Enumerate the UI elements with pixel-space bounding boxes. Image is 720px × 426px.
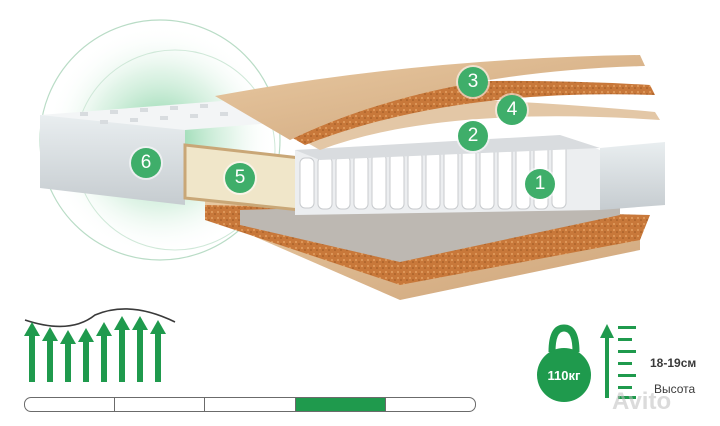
arrow-up-icon	[78, 328, 94, 382]
layer-badge-5: 5	[225, 163, 255, 193]
arrow-up-icon	[150, 320, 166, 382]
cover-end	[600, 142, 665, 210]
bottom-layers	[205, 200, 650, 300]
layer-badge-4: 4	[497, 95, 527, 125]
stiffness-segment-active	[295, 398, 386, 411]
stiffness-segment	[205, 398, 296, 411]
arrow-up-icon	[60, 330, 76, 382]
arrow-up-icon	[96, 322, 112, 382]
arrow-up-icon	[114, 316, 130, 382]
weight-icon	[537, 324, 591, 402]
arrow-up-icon	[42, 327, 58, 382]
arrow-up-icon	[132, 316, 148, 382]
layer-badge-3: 3	[458, 67, 488, 97]
layer-badge-6: 6	[131, 148, 161, 178]
layer-badge-1: 1	[525, 169, 555, 199]
top-layers	[215, 55, 660, 150]
stiffness-segment	[115, 398, 206, 411]
stiffness-segment	[386, 398, 475, 411]
height-value: 18-19см	[650, 356, 697, 370]
layer-badge-2: 2	[458, 121, 488, 151]
arrow-up-icon	[24, 322, 40, 382]
avito-watermark: Avito	[612, 388, 672, 415]
stiffness-segment	[25, 398, 116, 411]
weight-label: 110кг	[547, 368, 581, 383]
height-label: Высота	[654, 382, 696, 396]
height-ruler-icon	[600, 324, 636, 399]
spring-block	[295, 135, 600, 215]
stiffness-scale	[24, 397, 476, 412]
stiffness-icon	[24, 308, 176, 382]
